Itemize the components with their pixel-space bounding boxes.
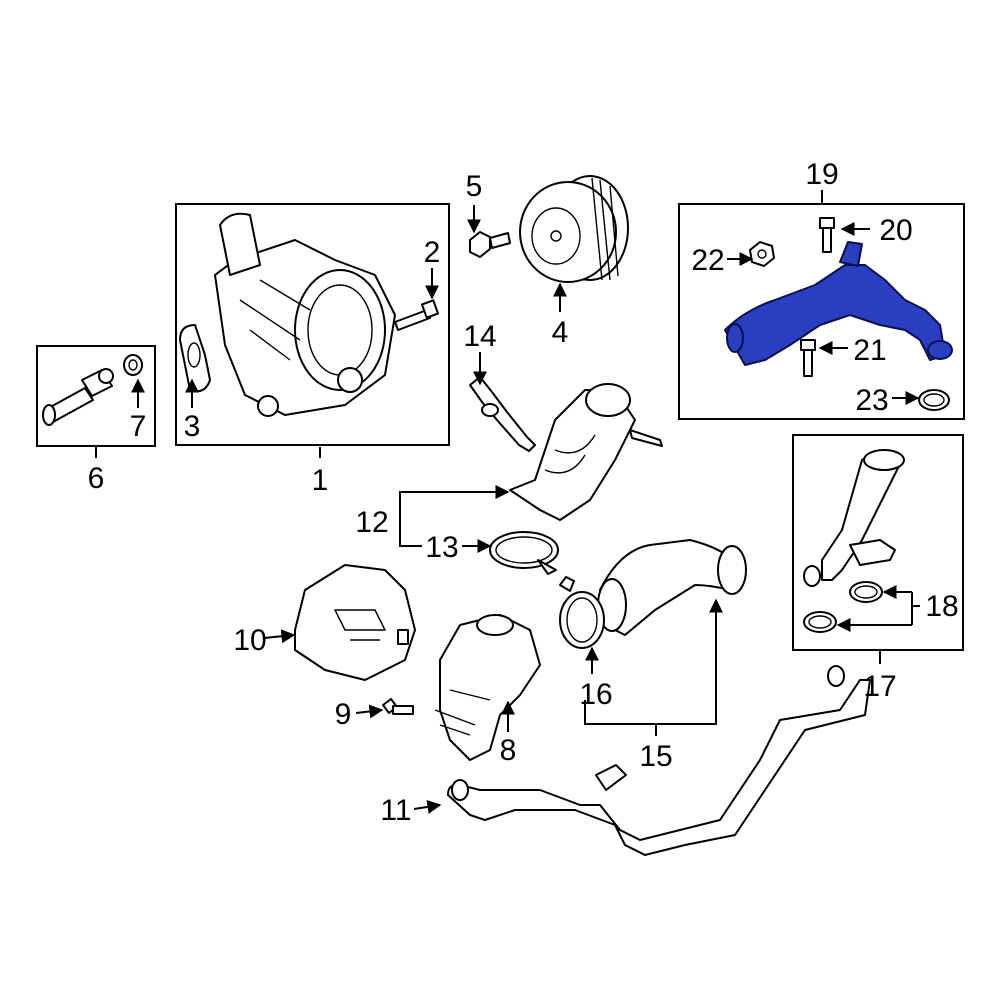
callout-3: 3 bbox=[184, 410, 201, 443]
part-1-water-pump[interactable] bbox=[214, 212, 396, 417]
callout-1: 1 bbox=[312, 464, 329, 497]
callout-13: 13 bbox=[425, 531, 458, 564]
callout-16: 16 bbox=[579, 678, 612, 711]
callout-8: 8 bbox=[500, 734, 517, 767]
part-17-pipe[interactable] bbox=[803, 449, 905, 587]
callout-19: 19 bbox=[805, 158, 838, 191]
callout-2: 2 bbox=[424, 236, 441, 269]
callout-10: 10 bbox=[233, 624, 266, 657]
callout-14: 14 bbox=[463, 320, 496, 353]
part-11-tube[interactable] bbox=[447, 665, 871, 856]
callout-21: 21 bbox=[853, 334, 886, 367]
part-19-coolant-pipe[interactable] bbox=[724, 241, 953, 366]
group-box-1 bbox=[175, 203, 450, 446]
part-22-nut[interactable] bbox=[749, 241, 775, 267]
part-5-bolt[interactable] bbox=[469, 231, 511, 258]
part-20-bolt[interactable] bbox=[819, 217, 835, 253]
part-3-gasket[interactable] bbox=[179, 324, 211, 393]
part-23-oring[interactable] bbox=[918, 389, 950, 411]
callout-18: 18 bbox=[925, 590, 958, 623]
callout-7: 7 bbox=[130, 410, 147, 443]
part-10-cover[interactable] bbox=[294, 564, 416, 681]
part-18-orings[interactable] bbox=[803, 581, 883, 633]
callout-15: 15 bbox=[639, 740, 672, 773]
group-box-17 bbox=[792, 434, 964, 651]
part-15-hose[interactable] bbox=[597, 539, 747, 636]
callout-11: 11 bbox=[380, 794, 411, 827]
callout-6: 6 bbox=[88, 462, 105, 495]
callout-5: 5 bbox=[466, 170, 483, 203]
part-7-seal[interactable] bbox=[123, 354, 143, 376]
part-12-outlet[interactable] bbox=[509, 383, 663, 521]
callout-17: 17 bbox=[863, 670, 896, 703]
callout-4: 4 bbox=[552, 316, 569, 349]
part-4-pulley[interactable] bbox=[519, 175, 629, 283]
callout-23: 23 bbox=[855, 384, 888, 417]
callout-labels: 1 2 3 4 5 6 7 8 9 10 11 12 13 14 15 16 1… bbox=[88, 158, 959, 827]
callout-9: 9 bbox=[335, 698, 352, 731]
callout-20: 20 bbox=[879, 214, 912, 247]
part-13-clamp[interactable] bbox=[489, 531, 559, 575]
part-8-housing[interactable] bbox=[434, 614, 541, 761]
part-6-sensor[interactable] bbox=[42, 368, 114, 426]
part-16-clamp[interactable] bbox=[559, 576, 605, 649]
part-9-bolt[interactable] bbox=[382, 698, 414, 715]
part-2-bolt[interactable] bbox=[394, 299, 440, 331]
callout-22: 22 bbox=[691, 244, 724, 277]
part-14-hose[interactable] bbox=[469, 376, 536, 452]
leader-lines bbox=[95, 190, 920, 814]
group-box-6 bbox=[36, 345, 156, 447]
part-21-bolt[interactable] bbox=[800, 339, 816, 377]
callout-12: 12 bbox=[355, 506, 388, 539]
